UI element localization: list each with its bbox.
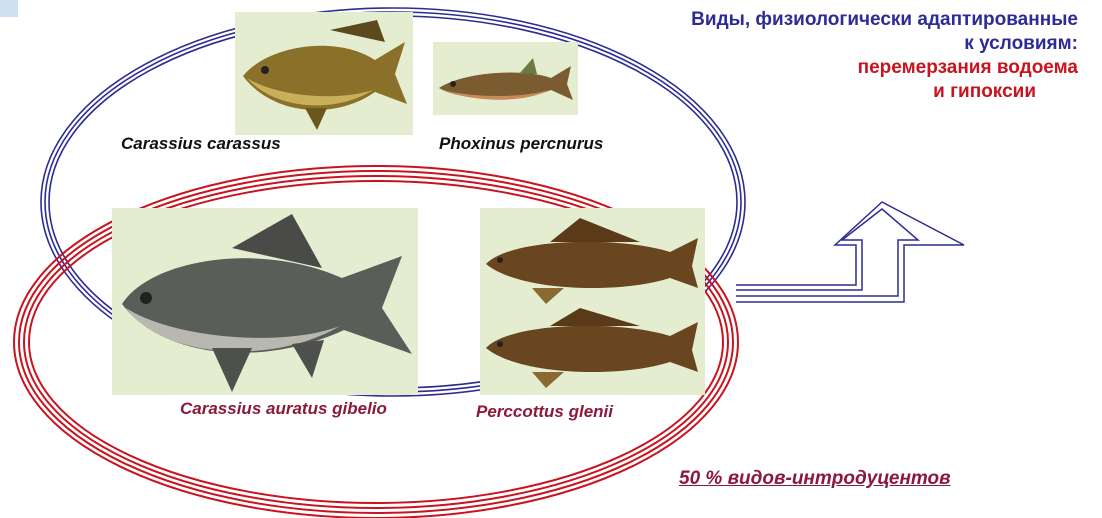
label-phoxinus-percnurus: Phoxinus percnurus (439, 134, 603, 154)
perccottus-glenii-image (480, 208, 705, 395)
footnote: 50 % видов-интродуцентов (679, 468, 951, 490)
label-carassius-carassus: Carassius carassus (121, 134, 281, 154)
label-perccottus-glenii: Perccottus glenii (476, 402, 613, 422)
caption-line-4: и гипоксии (691, 80, 1036, 104)
caption: Виды, физиологически адаптированные к ус… (691, 8, 1078, 104)
phoxinus-percnurus-image (433, 42, 578, 115)
caption-line-2: к условиям: (691, 32, 1078, 56)
arrow-icon (736, 202, 964, 302)
caption-line-1: Виды, физиологически адаптированные (691, 8, 1078, 32)
label-carassius-gibelio: Carassius auratus gibelio (180, 399, 387, 419)
carassius-gibelio-image (112, 208, 418, 395)
caption-line-3: перемерзания водоема (691, 56, 1078, 80)
carassius-carassus-image (235, 12, 413, 135)
